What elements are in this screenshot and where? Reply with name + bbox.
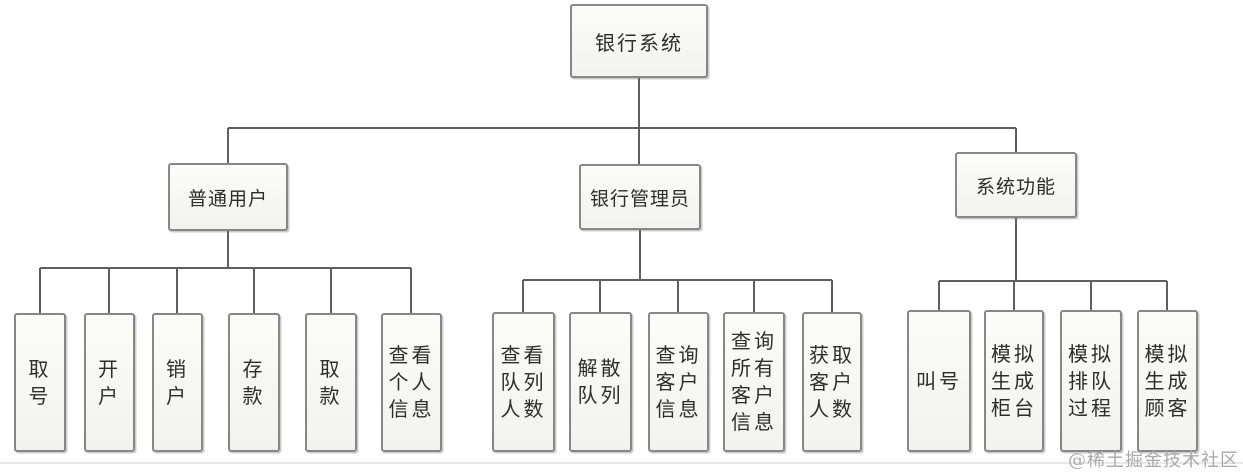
node-bank-admin: 银行管理员 <box>579 164 701 230</box>
node-open-account: 开 户 <box>84 313 135 452</box>
node-bank-system: 银行系统 <box>570 4 708 78</box>
node-take-number: 取 号 <box>14 313 66 452</box>
node-view-personal-info: 查看 个人 信息 <box>381 313 442 452</box>
node-deposit: 存 款 <box>228 313 280 452</box>
node-call-number: 叫号 <box>907 310 971 452</box>
node-simulate-create-counter: 模拟 生成 柜台 <box>984 310 1044 452</box>
node-normal-user: 普通用户 <box>168 163 288 231</box>
node-get-customer-count: 获取 客户 人数 <box>802 312 862 452</box>
node-disband-queue: 解散 队列 <box>569 312 632 452</box>
node-query-customer-info: 查询 客户 信息 <box>648 312 709 452</box>
node-system-function: 系统功能 <box>955 152 1077 218</box>
node-view-queue-count: 查看 队列 人数 <box>492 312 555 452</box>
bottom-divider <box>0 462 1243 464</box>
node-simulate-create-customer: 模拟 生成 顾客 <box>1137 310 1198 452</box>
node-close-account: 销 户 <box>152 313 203 452</box>
node-withdraw: 取 款 <box>305 313 357 452</box>
watermark: @稀土掘金技术社区 <box>1068 450 1239 471</box>
node-simulate-queue-process: 模拟 排队 过程 <box>1060 310 1122 452</box>
node-query-all-customer-info: 查询 所有 客户 信息 <box>723 312 785 452</box>
